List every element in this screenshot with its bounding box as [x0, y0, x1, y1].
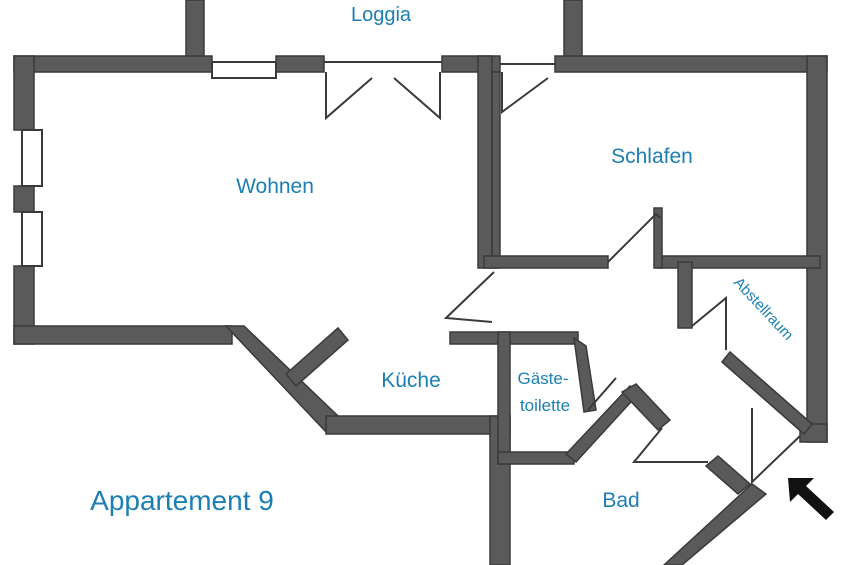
room-label-gaeste-line1: Gäste-: [517, 369, 568, 388]
window-left-lower: [21, 211, 43, 267]
wall-guest-right: [573, 336, 597, 413]
room-label-bad: Bad: [602, 489, 639, 512]
walls: [13, 0, 828, 565]
wall-bath-bottom: [662, 483, 768, 565]
wall-bottom-kitchen: [325, 415, 511, 435]
wall-left-top: [13, 55, 35, 131]
room-label-kueche: Küche: [381, 369, 441, 392]
window-top: [211, 61, 277, 79]
room-label-abstellraum: Abstellraum: [730, 274, 796, 344]
wall-top-left: [13, 55, 213, 73]
wall-bedroom-jamb: [653, 207, 663, 269]
wall-bath-right-stub: [704, 455, 752, 495]
wall-right: [806, 55, 828, 443]
plan-title: Appartement 9: [90, 485, 274, 516]
wall-guest-top: [449, 331, 579, 345]
wall-living-bedroom-inner: [491, 71, 501, 269]
wall-loggia-right: [563, 0, 583, 63]
entrance-arrow-icon: [788, 478, 834, 520]
wall-left-mid: [13, 185, 35, 213]
wall-guest-left: [497, 331, 511, 465]
room-label-schlafen: Schlafen: [611, 145, 693, 168]
wall-storage-left: [677, 261, 693, 329]
wall-storage-diagonal: [720, 350, 814, 436]
windows: [21, 61, 277, 267]
room-label-loggia: Loggia: [351, 4, 412, 26]
room-label-gaeste-line2: toilette: [520, 396, 570, 415]
wall-guest-bottom: [497, 451, 575, 465]
room-label-wohnen: Wohnen: [236, 175, 314, 198]
wall-bedroom-bottom-a: [483, 255, 609, 269]
wall-living-bedroom: [477, 55, 493, 269]
wall-loggia-left: [185, 0, 205, 63]
wall-kitchen-stub: [284, 326, 350, 388]
wall-top-mid: [275, 55, 325, 73]
wall-bath-top: [620, 383, 672, 432]
wall-bottom-left: [13, 325, 233, 345]
doors: [324, 61, 801, 485]
wall-top-right-b: [554, 55, 828, 73]
window-left-upper: [21, 129, 43, 187]
